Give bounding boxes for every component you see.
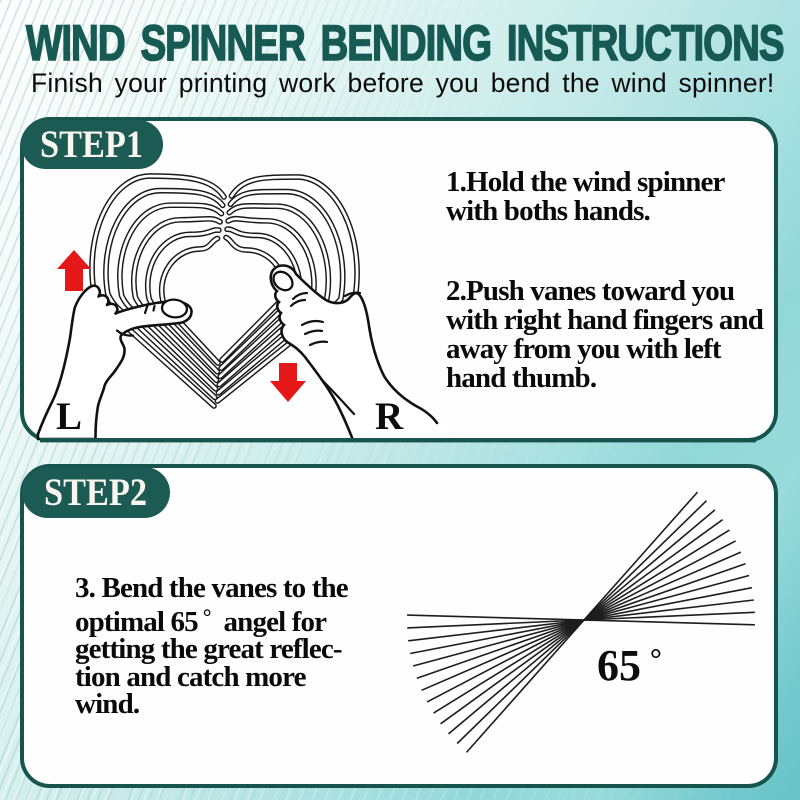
svg-text:L: L — [56, 395, 82, 438]
svg-text:65 °: 65 ° — [597, 641, 662, 690]
svg-text:R: R — [375, 395, 404, 438]
